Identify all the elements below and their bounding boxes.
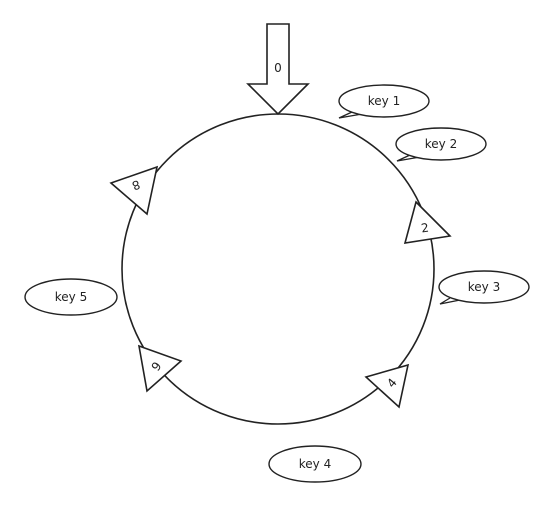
key-label: key 2 [425,137,457,151]
ring-node-4: 4 [364,363,410,409]
start-arrow-label: 0 [274,61,282,75]
key-bubble [438,270,530,304]
ring-node-6: 6 [137,344,183,393]
key-label: key 5 [55,290,87,304]
key-label: key 3 [468,280,500,294]
key-bubble [24,278,118,316]
node-triangle-icon [403,200,452,244]
key-callout-2: key 2 [395,127,487,162]
node-triangle-icon [364,363,410,409]
key-callout-4: key 4 [268,445,362,483]
key-bubble [338,84,430,118]
start-arrow-icon [246,23,310,116]
key-callout-1: key 1 [338,84,430,119]
key-label: key 1 [368,94,400,108]
node-label: 2 [420,221,430,236]
node-triangle-icon [137,344,183,393]
ring-node-8: 8 [109,165,159,216]
key-label: key 4 [299,457,331,471]
key-callout-5: key 5 [24,278,118,316]
node-triangle-icon [109,165,159,216]
key-callout-3: key 3 [438,270,530,305]
key-bubble [395,127,487,161]
start-arrow: 0 [246,23,310,116]
key-bubble [268,445,362,483]
node-label: 8 [130,177,142,193]
ring-node-2: 2 [403,200,452,244]
